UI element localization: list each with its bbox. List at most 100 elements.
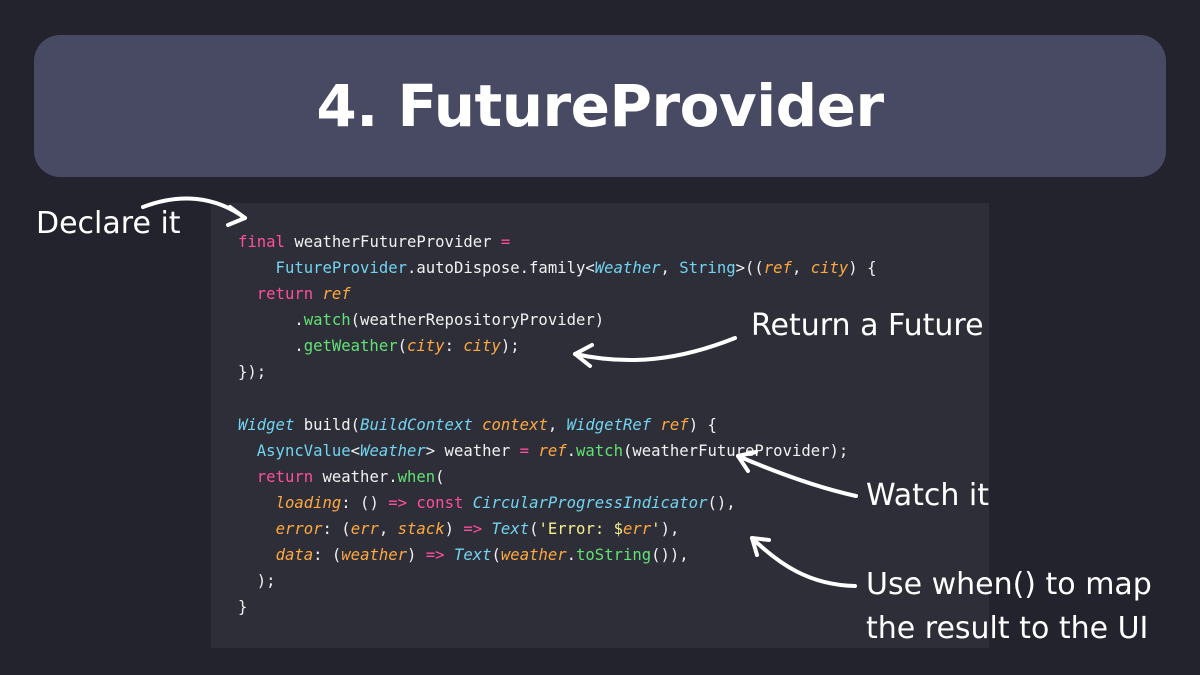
code-token: Text	[453, 546, 492, 565]
title-banner: 4. FutureProvider	[34, 35, 1166, 177]
code-token: :	[444, 337, 464, 356]
code-token: 'Error: $	[538, 520, 624, 539]
code-token: return	[238, 467, 314, 486]
code-token: : ()	[341, 493, 389, 512]
code-token: return	[238, 285, 314, 304]
code-line: });	[238, 359, 989, 385]
code-token: watch	[303, 311, 351, 330]
code-token: );	[238, 572, 276, 591]
annotation-use-when-line1: Use when() to map	[866, 567, 1152, 602]
code-token: ref	[538, 441, 567, 460]
code-token: .	[566, 441, 577, 460]
code-line: AsyncValue<Weather> weather = ref.watch(…	[238, 438, 989, 464]
code-token: (),	[707, 493, 736, 512]
code-token	[445, 546, 454, 564]
slide-title: 4. FutureProvider	[316, 72, 884, 140]
code-line: Widget build(BuildContext context, Widge…	[238, 412, 989, 438]
code-line: FutureProvider.autoDispose.family<Weathe…	[238, 255, 989, 281]
code-token	[238, 546, 276, 564]
code-token: =>	[388, 493, 408, 512]
code-line	[238, 386, 989, 412]
code-token: .	[566, 546, 577, 565]
code-line: loading: () => const CircularProgressInd…	[238, 490, 989, 516]
annotation-return-future: Return a Future	[751, 308, 984, 343]
code-token: CircularProgressIndicator	[472, 493, 708, 512]
annotation-watch: Watch it	[866, 478, 990, 513]
code-token: ref	[763, 259, 792, 278]
code-token: ),	[660, 520, 680, 539]
code-token: )	[444, 520, 464, 539]
code-token: err	[350, 520, 379, 539]
code-token: .	[238, 311, 304, 330]
code-token: (weatherFutureProvider);	[622, 441, 849, 460]
code-token: )	[407, 546, 426, 565]
code-token	[238, 520, 276, 538]
code-panel: final weatherFutureProvider = FutureProv…	[211, 203, 989, 648]
code-token: (	[491, 546, 501, 565]
code-token: ref	[660, 415, 689, 434]
code-token: : (	[313, 546, 342, 565]
code-token: toString	[576, 546, 652, 565]
code-token: =	[519, 441, 530, 460]
code-token: when	[397, 467, 436, 486]
code-token: ) {	[848, 259, 877, 278]
code-line: return ref	[238, 281, 989, 307]
code-token	[473, 416, 482, 434]
code-token: stack	[397, 520, 445, 539]
code-token: Weather	[594, 259, 661, 278]
annotation-use-when-line2: the result to the UI	[866, 611, 1149, 646]
code-token: > weather	[425, 441, 520, 460]
code-token: city	[463, 337, 501, 356]
code-token: =>	[425, 546, 445, 565]
code-token: err	[623, 520, 652, 539]
code-line: .watch(weatherRepositoryProvider)	[238, 307, 989, 333]
annotation-declare: Declare it	[36, 206, 181, 241]
code-line: data: (weather) => Text(weather.toString…	[238, 542, 989, 568]
code-token: (	[397, 337, 407, 356]
code-token: ) {	[688, 415, 717, 434]
code-token: Text	[491, 520, 530, 539]
code-token: : (	[322, 520, 351, 539]
code-token: );	[500, 337, 520, 356]
code-token: (	[435, 467, 445, 486]
code-token: build(	[294, 415, 361, 434]
code-token: Widget	[238, 415, 295, 434]
code-token: ,	[378, 520, 398, 539]
code-token	[482, 520, 491, 538]
code-line: }	[238, 594, 989, 620]
code-token	[651, 416, 660, 434]
code-line: );	[238, 568, 989, 594]
code-token: city	[407, 337, 445, 356]
code-token: final	[238, 233, 285, 251]
code-token: =	[500, 233, 511, 251]
code-token: watch	[576, 441, 623, 460]
code-token: >((	[735, 259, 764, 278]
code-token: ,	[660, 259, 680, 278]
code-token: ()),	[651, 546, 689, 565]
code-token: });	[238, 363, 267, 382]
code-token: context	[482, 415, 548, 434]
code-line: return weather.when(	[238, 464, 989, 490]
code-token: (weatherRepositoryProvider)	[350, 311, 605, 330]
code-token	[463, 494, 472, 512]
code-token: <	[350, 441, 361, 460]
code-line: final weatherFutureProvider =	[238, 229, 989, 255]
code-token: weather.	[313, 467, 398, 486]
code-token: '	[651, 520, 661, 539]
code-token: String	[679, 259, 736, 278]
code-token: weatherFutureProvider	[284, 233, 501, 251]
code-line: .getWeather(city: city);	[238, 333, 989, 359]
code-token: }	[238, 598, 248, 617]
code-token	[238, 494, 276, 512]
code-token: data	[275, 546, 314, 565]
code-token: (	[529, 520, 539, 539]
code-token: ,	[547, 415, 567, 434]
code-token: weather	[500, 546, 567, 565]
code-token: loading	[275, 493, 342, 512]
code-token: .autoDispose.family<	[407, 259, 595, 278]
code-token: .	[238, 337, 304, 356]
code-token: city	[810, 259, 849, 278]
code-token	[407, 494, 416, 512]
code-token: =>	[463, 520, 483, 539]
code-token	[313, 285, 322, 303]
